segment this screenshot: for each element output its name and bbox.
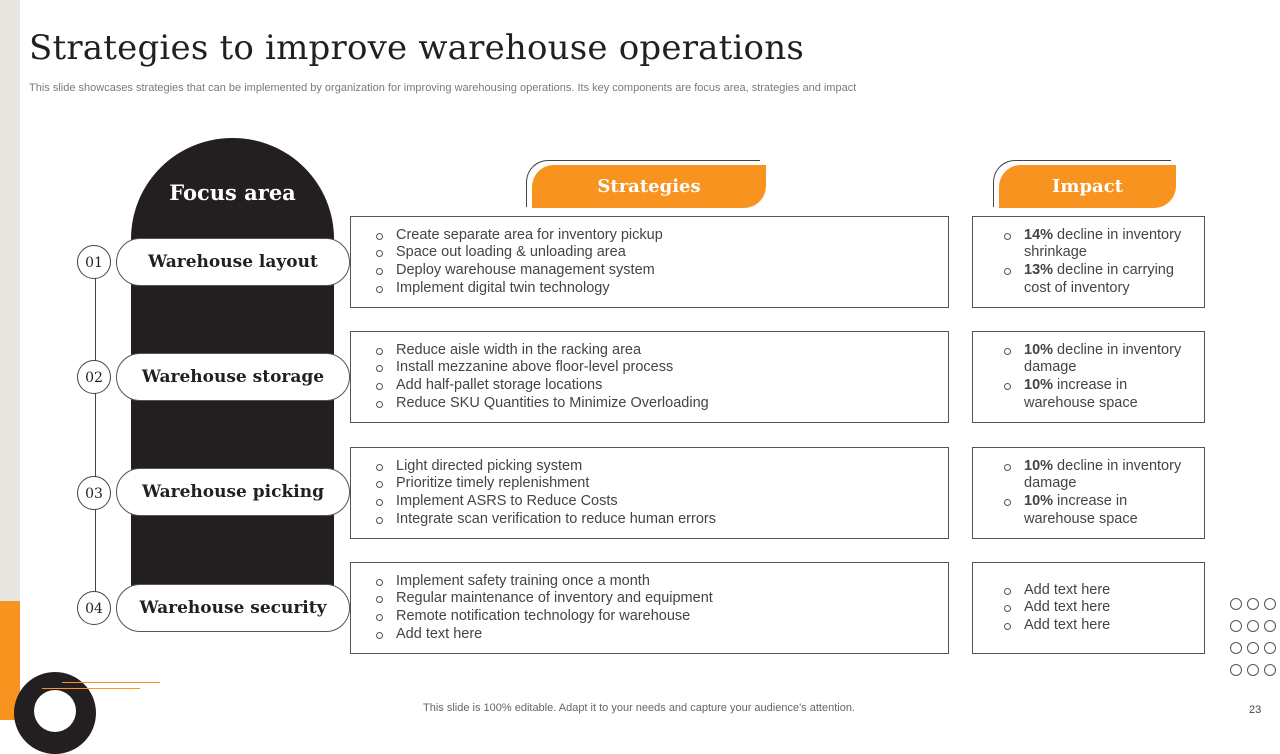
strategies-tab-outline <box>526 160 760 207</box>
impact-tab-outline <box>993 160 1171 207</box>
strategy-item: Implement safety training once a month <box>376 573 948 591</box>
impact-item: 13% decline in carrying cost of inventor… <box>1004 262 1196 297</box>
strategy-item: Install mezzanine above floor-level proc… <box>376 359 948 377</box>
strategies-header: Strategies <box>532 165 766 208</box>
impact-box: Add text here Add text here Add text her… <box>972 562 1205 654</box>
strategies-box: Implement safety training once a month R… <box>350 562 949 654</box>
strategy-item: Prioritize timely replenishment <box>376 475 948 493</box>
impact-box: 10% decline in inventory damage 10% incr… <box>972 447 1205 539</box>
strategy-item: Create separate area for inventory picku… <box>376 227 948 245</box>
strategies-box: Reduce aisle width in the racking area I… <box>350 331 949 423</box>
slide-subtitle: This slide showcases strategies that can… <box>29 82 857 94</box>
strategies-box: Light directed picking system Prioritize… <box>350 447 949 539</box>
focus-area-label: Warehouse security <box>116 584 350 632</box>
impact-item: Add text here <box>1004 617 1196 635</box>
strategy-item: Add text here <box>376 626 948 644</box>
focus-area-label: Warehouse storage <box>116 353 350 401</box>
row-number-badge: 02 <box>77 360 111 394</box>
strategy-item: Add half-pallet storage locations <box>376 377 948 395</box>
left-side-strip <box>0 0 20 720</box>
row-number-badge: 01 <box>77 245 111 279</box>
dot-grid-decoration <box>1230 598 1276 676</box>
focus-area-label: Warehouse layout <box>116 238 350 286</box>
strategy-item: Implement digital twin technology <box>376 280 948 298</box>
strategy-item: Reduce aisle width in the racking area <box>376 342 948 360</box>
page-number: 23 <box>1249 704 1262 716</box>
strategy-item: Light directed picking system <box>376 458 948 476</box>
impact-item: 10% decline in inventory damage <box>1004 458 1196 493</box>
strategy-item: Deploy warehouse management system <box>376 262 948 280</box>
row-number-badge: 03 <box>77 476 111 510</box>
accent-line <box>42 688 140 689</box>
focus-area-label: Warehouse picking <box>116 468 350 516</box>
impact-item: Add text here <box>1004 599 1196 617</box>
impact-box: 10% decline in inventory damage 10% incr… <box>972 331 1205 423</box>
row-number-badge: 04 <box>77 591 111 625</box>
impact-item: 14% decline in inventory shrinkage <box>1004 227 1196 262</box>
strategy-item: Space out loading & unloading area <box>376 244 948 262</box>
left-accent-bar <box>0 601 20 720</box>
strategy-item: Integrate scan verification to reduce hu… <box>376 511 948 529</box>
strategy-item: Reduce SKU Quantities to Minimize Overlo… <box>376 395 948 413</box>
strategy-item: Implement ASRS to Reduce Costs <box>376 493 948 511</box>
impact-box: 14% decline in inventory shrinkage 13% d… <box>972 216 1205 308</box>
impact-header: Impact <box>999 165 1176 208</box>
focus-area-header: Focus area <box>169 180 296 205</box>
impact-item: 10% increase in warehouse space <box>1004 493 1196 528</box>
strategy-item: Remote notification technology for wareh… <box>376 608 948 626</box>
slide-title: Strategies to improve warehouse operatio… <box>29 28 804 68</box>
timeline-connector <box>95 262 96 607</box>
footer-note: This slide is 100% editable. Adapt it to… <box>423 702 855 714</box>
strategies-box: Create separate area for inventory picku… <box>350 216 949 308</box>
accent-line <box>62 682 160 683</box>
impact-item: 10% increase in warehouse space <box>1004 377 1196 412</box>
strategy-item: Regular maintenance of inventory and equ… <box>376 590 948 608</box>
impact-item: 10% decline in inventory damage <box>1004 342 1196 377</box>
impact-item: Add text here <box>1004 582 1196 600</box>
